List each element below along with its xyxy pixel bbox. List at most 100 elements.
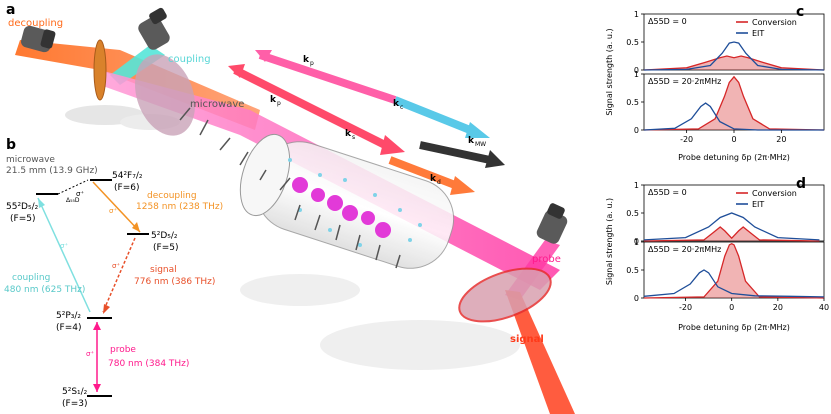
coupling-title: coupling [12,273,50,283]
level-s12: 5²S₁/₂ [62,387,88,397]
x-tick-label: 20 [776,135,786,144]
output-mirror [458,267,552,323]
decoupling-title: decoupling [147,191,197,201]
k-p-sub: p [310,60,314,67]
probe-label: probe [532,254,561,265]
series-line-eit [643,212,820,241]
y-axis-label: Signal strength (a. u.) [605,198,614,285]
probe-laser [536,203,568,244]
shadow [320,320,520,370]
mw-value: 21.5 mm (13.9 GHz) [6,166,98,176]
k-mw-sub: MW [475,141,486,148]
legend-item: EIT [752,200,764,209]
x-tick-label: -20 [680,135,693,144]
series-line-eit [643,102,824,131]
panel-label-a: a [6,2,15,18]
y-tick-label: 0.5 [626,266,639,275]
x-axis-label: Probe detuning δp (2π·MHz) [678,153,790,162]
y-tick-label: 0 [634,66,639,75]
k-s-arrow [228,64,405,155]
conversion-area [644,56,824,70]
k-p2-label: k [270,95,277,105]
level-s12-f: (F=3) [62,399,87,409]
level-p32: 5²P₃/₂ [56,311,81,321]
level-f72: 54²F₇/₂ [112,171,143,181]
legend-item: Conversion [752,189,797,198]
sigma-2: σ⁺ [109,207,117,215]
decoupling-label: decoupling [8,18,63,29]
y-tick-label: 0.5 [626,209,639,218]
mw-title: microwave [6,155,55,165]
x-tick-label: 40 [819,303,829,312]
k-p-label: k [303,55,310,65]
y-tick-label: 0.5 [626,38,639,47]
sigma-4: σ⁺ [60,242,68,250]
series-line-conversion [643,55,825,71]
y-tick-label: 1 [634,10,639,19]
k-mw-arrow [419,141,505,168]
y-tick-label: 1 [634,238,639,247]
panel-label-d: d [796,176,806,192]
y-tick-label: 0 [634,126,639,135]
k-s-label: k [345,129,352,139]
decoupling-laser [21,25,56,53]
shadow [240,274,360,306]
y-tick-label: 0 [634,294,639,303]
conversion-area [644,76,824,130]
x-axis-label: Probe detuning δp (2π·MHz) [678,323,790,332]
coupling-label: coupling [168,54,211,65]
y-tick-label: 1 [634,70,639,79]
microwave-field [179,107,401,269]
level-d5: 5²D₅/₂ [151,231,178,241]
coupling-laser [138,7,170,50]
signal-beam [505,290,575,414]
series-line-eit [643,269,825,298]
level-f72-f: (F=6) [114,183,139,193]
subplot-label: Δ55D = 0 [648,188,687,197]
x-tick-label: -20 [679,303,692,312]
background-atoms [288,158,422,247]
conversion-area [644,243,824,298]
level-d55-f: (F=5) [10,214,35,224]
k-d-arrow [388,156,475,195]
x-tick-label: 0 [731,135,736,144]
probe-value: 780 nm (384 THz) [108,359,189,369]
level-d55: 55²D₅/₂ [6,202,39,212]
probe-title: probe [110,345,136,355]
signal-value: 776 nm (386 THz) [134,277,215,287]
legend-item: EIT [752,29,764,38]
subplot-label: Δ55D = 0 [648,17,687,26]
subplot-label: Δ55D = 20·2πMHz [648,245,721,254]
coupling-beam [110,45,165,85]
sigma-5: σ⁺ [86,350,94,358]
series-line-conversion [643,242,825,299]
x-tick-label: 20 [773,303,783,312]
decoupling-value: 1258 nm (238 THz) [136,202,223,212]
signal-title: signal [150,265,177,275]
k-c-sub: c [400,104,403,111]
y-tick-label: 0 [634,237,639,246]
series-line-conversion [643,75,825,131]
series-line-eit [643,41,825,71]
legend-item: Conversion [752,18,797,27]
k-d-sub: d [437,179,441,186]
panel-label-b: b [6,137,16,153]
y-tick-label: 0.5 [626,98,639,107]
k-mw-label: k [468,136,475,146]
decoupling-mirror [93,39,107,101]
k-p2-sub: p [277,100,281,107]
delta-label: Δ₅₅D [66,197,80,204]
y-tick-label: 1 [634,181,639,190]
y-axis-label: Signal strength (a. u.) [605,28,614,115]
level-p32-f: (F=4) [56,323,81,333]
level-diagram [36,179,149,397]
k-s-sub: s [352,134,355,141]
subplot-label: Δ55D = 20·2πMHz [648,77,721,86]
sigma-3: σ⁺ [112,262,120,270]
atoms [292,177,391,238]
k-p-arrow [255,50,490,138]
experiment-diagram: a b [4,2,575,414]
k-d-label: k [430,174,437,184]
coupling-value: 480 nm (625 THz) [4,285,85,295]
